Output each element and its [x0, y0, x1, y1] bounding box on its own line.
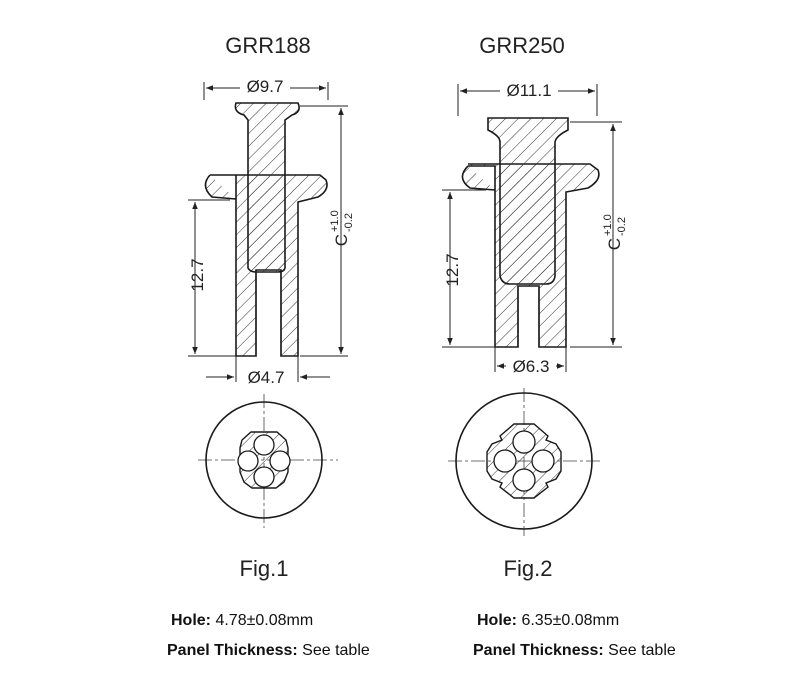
fig1-part-name: GRR188 [225, 33, 311, 58]
fig2-caption: Fig.2 [504, 556, 553, 581]
fig1-bottom-diameter: Ø4.7 [248, 368, 285, 387]
fig1-hole-label: Hole: [171, 612, 211, 629]
fig1-drawing: GRR188 Ø9.7 12.7 C +1.0 -0.2 Ø4.7 [188, 33, 355, 581]
fig2-top-diameter: Ø11.1 [506, 81, 551, 100]
fig1-top-diameter: Ø9.7 [247, 77, 284, 96]
fig1-bottom-view [198, 394, 338, 528]
fig1-panel-label: Panel Thickness: [167, 642, 298, 659]
fig2-bottom-diameter: Ø6.3 [513, 357, 550, 376]
fig2-tol-plus: +1.0 [602, 214, 614, 236]
fig1-length-symbol: C [332, 234, 351, 246]
fig2-length-symbol: C [605, 238, 624, 250]
fig2-part-name: GRR250 [479, 33, 565, 58]
fig2-hole-label: Hole: [477, 612, 517, 629]
fig1-hole-value: 4.78±0.08mm [211, 612, 314, 629]
fig2-drawing: GRR250 Ø11.1 12.7 C +1.0 -0.2 Ø6.3 [442, 33, 628, 581]
fig2-height: 12.7 [443, 253, 462, 286]
fig1-height: 12.7 [188, 258, 207, 291]
fig1-panel-note: Panel Thickness: See table [167, 642, 370, 660]
fig1-panel-value: See table [297, 642, 370, 659]
fig1-caption: Fig.1 [240, 556, 289, 581]
fig2-hole-note: Hole: 6.35±0.08mm [477, 612, 619, 630]
fig2-panel-label: Panel Thickness: [473, 642, 604, 659]
fig2-panel-note: Panel Thickness: See table [473, 642, 676, 660]
fig2-pin [487, 117, 569, 285]
fig1-tol-plus: +1.0 [329, 210, 341, 232]
fig2-tol-minus: -0.2 [616, 217, 628, 236]
fig2-panel-value: See table [603, 642, 676, 659]
fig2-bottom-view [448, 388, 600, 536]
fig2-hole-value: 6.35±0.08mm [517, 612, 620, 629]
fig1-hole-note: Hole: 4.78±0.08mm [171, 612, 313, 630]
fig1-pin [234, 102, 300, 273]
fig1-tol-minus: -0.2 [343, 213, 355, 232]
